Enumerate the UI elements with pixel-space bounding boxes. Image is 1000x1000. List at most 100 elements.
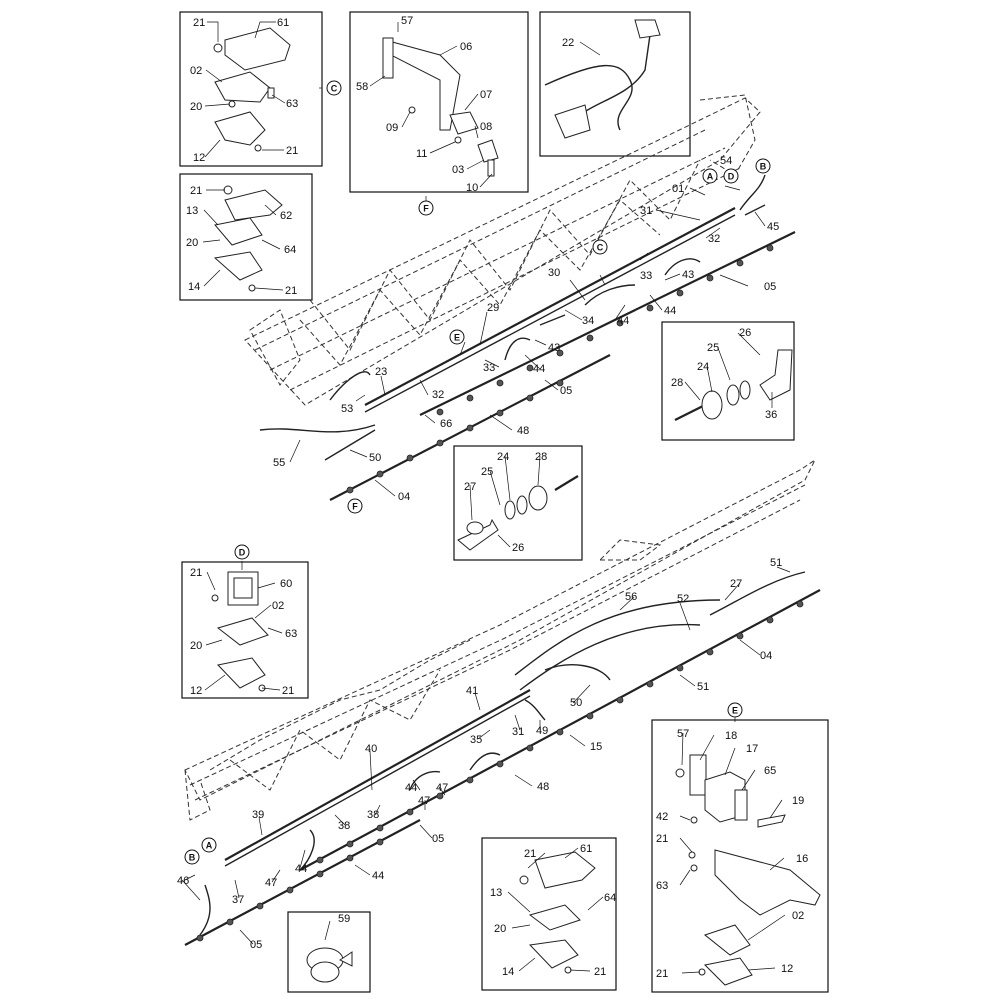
label-47: 47 <box>418 795 430 807</box>
inset-tee-parts <box>457 475 579 551</box>
label-27: 27 <box>464 481 476 493</box>
label-29: 29 <box>487 302 499 314</box>
label-47: 47 <box>436 782 448 794</box>
lower-main-pipe <box>224 689 531 867</box>
label-26: 26 <box>512 542 524 554</box>
callout-e-inset: E <box>727 702 743 718</box>
label-40: 40 <box>365 743 377 755</box>
inset-upper-clamp-parts <box>213 185 283 292</box>
upper-main-pipe <box>364 207 736 413</box>
callout-a-lower: A <box>201 837 217 853</box>
label-05: 05 <box>764 281 776 293</box>
label-17: 17 <box>746 743 758 755</box>
label-36: 36 <box>765 409 777 421</box>
lower-boom-frame <box>184 458 817 821</box>
label-60: 60 <box>280 578 292 590</box>
label-61: 61 <box>580 843 592 855</box>
svg-text:E: E <box>454 333 460 343</box>
label-47: 47 <box>265 877 277 889</box>
label-20: 20 <box>190 640 202 652</box>
label-65: 65 <box>764 765 776 777</box>
label-63: 63 <box>656 880 668 892</box>
label-05: 05 <box>250 939 262 951</box>
inset-d-parts <box>211 571 269 692</box>
upper-boom-frame <box>244 94 761 406</box>
label-18: 18 <box>725 730 737 742</box>
label-03: 03 <box>452 164 464 176</box>
label-62: 62 <box>280 210 292 222</box>
label-05: 05 <box>432 833 444 845</box>
label-21: 21 <box>594 966 606 978</box>
label-04: 04 <box>398 491 410 503</box>
upper-hoses <box>259 174 766 461</box>
label-44: 44 <box>295 863 307 875</box>
inset-box-f <box>349 11 529 193</box>
label-16: 16 <box>796 853 808 865</box>
label-06: 06 <box>460 41 472 53</box>
label-61: 61 <box>277 17 289 29</box>
label-01: 01 <box>672 183 684 195</box>
label-35: 35 <box>470 734 482 746</box>
callout-b-upper: B <box>755 158 771 174</box>
label-15: 15 <box>590 741 602 753</box>
label-13: 13 <box>490 887 502 899</box>
label-25: 25 <box>707 342 719 354</box>
callout-c-upper: C <box>592 239 608 255</box>
label-49: 49 <box>536 725 548 737</box>
label-21: 21 <box>656 968 668 980</box>
inset-box-tee <box>453 445 583 561</box>
label-12: 12 <box>193 152 205 164</box>
lower-nozzle-pipes <box>184 589 821 946</box>
part-labels: 21 61 02 20 63 12 21 57 06 58 07 09 08 1… <box>177 15 808 980</box>
label-37: 37 <box>232 894 244 906</box>
callout-d-upper: D <box>723 168 739 184</box>
label-43: 43 <box>548 342 560 354</box>
upper-nozzles <box>346 244 774 494</box>
label-13: 13 <box>186 205 198 217</box>
svg-text:D: D <box>239 548 246 558</box>
inset-box-elbow <box>661 321 795 441</box>
callout-f-inset: F <box>418 200 434 216</box>
label-28: 28 <box>671 377 683 389</box>
callout-e-upper: E <box>449 329 465 345</box>
inset-e-parts <box>675 754 821 986</box>
label-24: 24 <box>697 361 709 373</box>
svg-text:B: B <box>760 162 767 172</box>
label-54: 54 <box>720 155 732 167</box>
label-64: 64 <box>604 892 616 904</box>
label-44: 44 <box>664 305 676 317</box>
label-39: 39 <box>252 809 264 821</box>
inset-f-parts <box>382 37 499 177</box>
label-44: 44 <box>533 363 545 375</box>
label-51: 51 <box>697 681 709 693</box>
inset-elbow-parts <box>674 349 793 421</box>
label-04: 04 <box>760 650 772 662</box>
svg-text:C: C <box>597 243 604 253</box>
label-32: 32 <box>708 233 720 245</box>
lower-nozzles <box>196 600 804 942</box>
label-28: 28 <box>535 451 547 463</box>
inset-box-59 <box>287 911 371 993</box>
label-02: 02 <box>190 65 202 77</box>
label-66: 66 <box>440 418 452 430</box>
label-21: 21 <box>190 185 202 197</box>
label-25: 25 <box>481 466 493 478</box>
svg-text:F: F <box>352 502 358 512</box>
label-33: 33 <box>483 362 495 374</box>
label-45: 45 <box>767 221 779 233</box>
label-11: 11 <box>416 148 427 160</box>
svg-text:A: A <box>707 172 714 182</box>
label-22: 22 <box>562 37 574 49</box>
inset-59-part <box>306 947 353 983</box>
label-20: 20 <box>190 101 202 113</box>
inset-box-e <box>651 719 829 993</box>
label-57: 57 <box>401 15 413 27</box>
label-55: 55 <box>273 457 285 469</box>
label-43: 43 <box>682 269 694 281</box>
label-23: 23 <box>375 366 387 378</box>
lower-hoses <box>199 571 806 936</box>
label-52: 52 <box>677 593 689 605</box>
label-46: 46 <box>177 875 189 887</box>
inset-c-parts <box>213 27 291 152</box>
